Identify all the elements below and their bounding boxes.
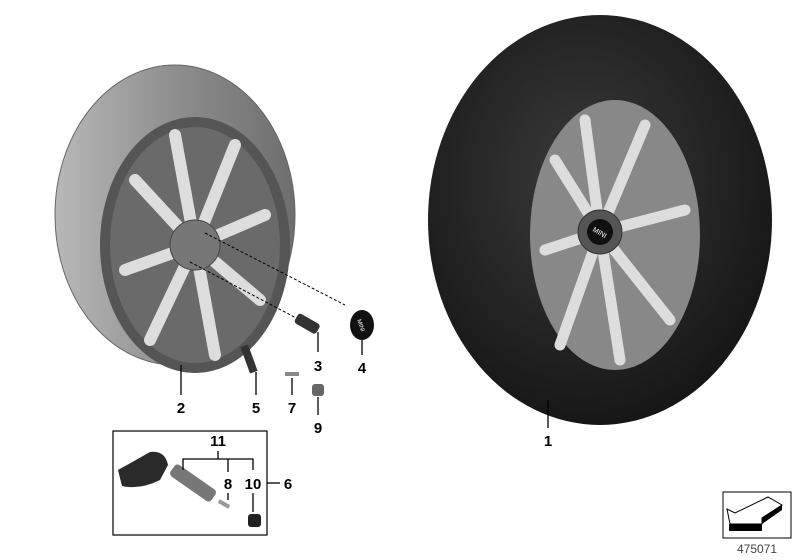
tpms-sensor-icon — [118, 451, 168, 488]
label-10: 10 — [245, 476, 262, 493]
sensor-core-icon — [217, 499, 231, 509]
leader-line — [204, 232, 346, 306]
label-1: 1 — [544, 433, 552, 450]
label-8: 8 — [224, 476, 232, 493]
sensor-valve-icon — [170, 464, 216, 502]
bolt-icon — [294, 313, 320, 334]
svg-text:MINI: MINI — [355, 319, 365, 333]
valve-core-icon — [285, 372, 299, 376]
label-4: 4 — [358, 360, 367, 377]
valve-cap-icon — [312, 384, 324, 396]
label-9: 9 — [314, 420, 322, 437]
valve-icon — [240, 344, 258, 374]
rim-illustration — [54, 64, 296, 373]
hub-cap-icon: MINI — [350, 310, 374, 340]
label-5: 5 — [252, 400, 260, 417]
leader-line — [189, 261, 301, 321]
arrow-down-left-icon — [726, 496, 783, 531]
label-3: 3 — [314, 358, 322, 375]
label-2: 2 — [177, 400, 185, 417]
label-6: 6 — [284, 476, 292, 493]
sensor-cap-icon — [248, 514, 261, 527]
label-11: 11 — [210, 433, 226, 450]
reference-number: 475071 — [737, 542, 777, 556]
tire-wheel-illustration: MINI — [428, 15, 772, 425]
label-7: 7 — [288, 400, 296, 417]
